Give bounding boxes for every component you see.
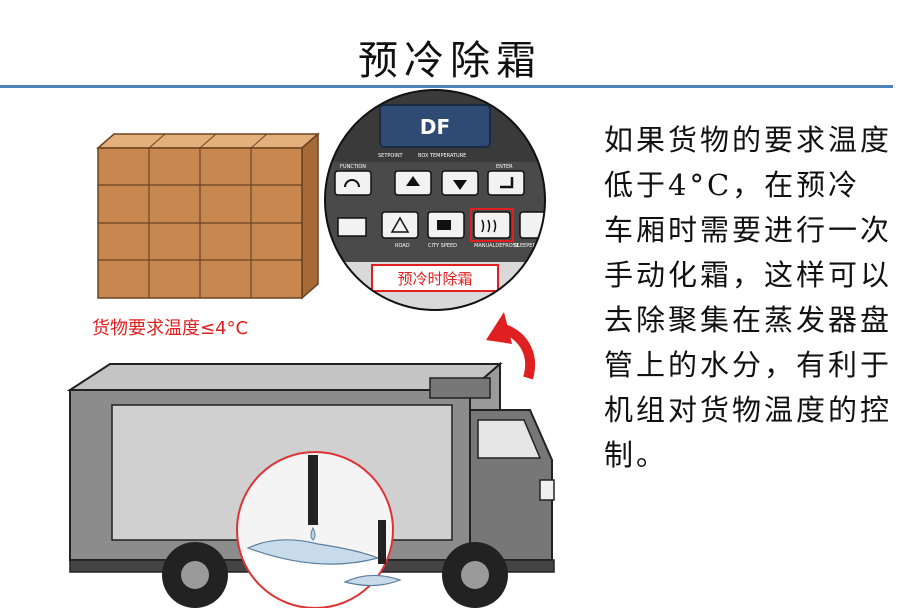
- svg-text:BOX TEMPERATURE: BOX TEMPERATURE: [418, 153, 466, 159]
- cargo-temperature-requirement: 货物要求温度≤4°C: [92, 318, 249, 339]
- svg-text:SETPOINT: SETPOINT: [378, 153, 404, 159]
- svg-text:CITY SPEED: CITY SPEED: [428, 243, 457, 249]
- svg-text:SLEEPER: SLEEPER: [514, 243, 536, 249]
- svg-text:MANUALDEFROST: MANUALDEFROST: [474, 243, 520, 249]
- cargo-boxes: [96, 132, 320, 300]
- svg-text:ENTER: ENTER: [496, 164, 513, 170]
- control-panel-magnifier: DF SETPOINT BOX TEMPERATURE FUNCTION ENT…: [324, 89, 546, 311]
- pointer-arrow: [486, 312, 535, 380]
- svg-text:FUNCTION: FUNCTION: [340, 164, 366, 170]
- page-title: 预冷除霜: [358, 38, 542, 84]
- defrost-callout: 预冷时除霜: [397, 270, 472, 288]
- defrost-description: 如果货物的要求温度低于4°C，在预冷车厢时需要进行一次手动化霜，这样可以去除聚集…: [604, 123, 893, 472]
- panel-display: DF: [420, 115, 450, 139]
- svg-text:ROAD: ROAD: [395, 243, 410, 249]
- title-divider: [0, 85, 893, 88]
